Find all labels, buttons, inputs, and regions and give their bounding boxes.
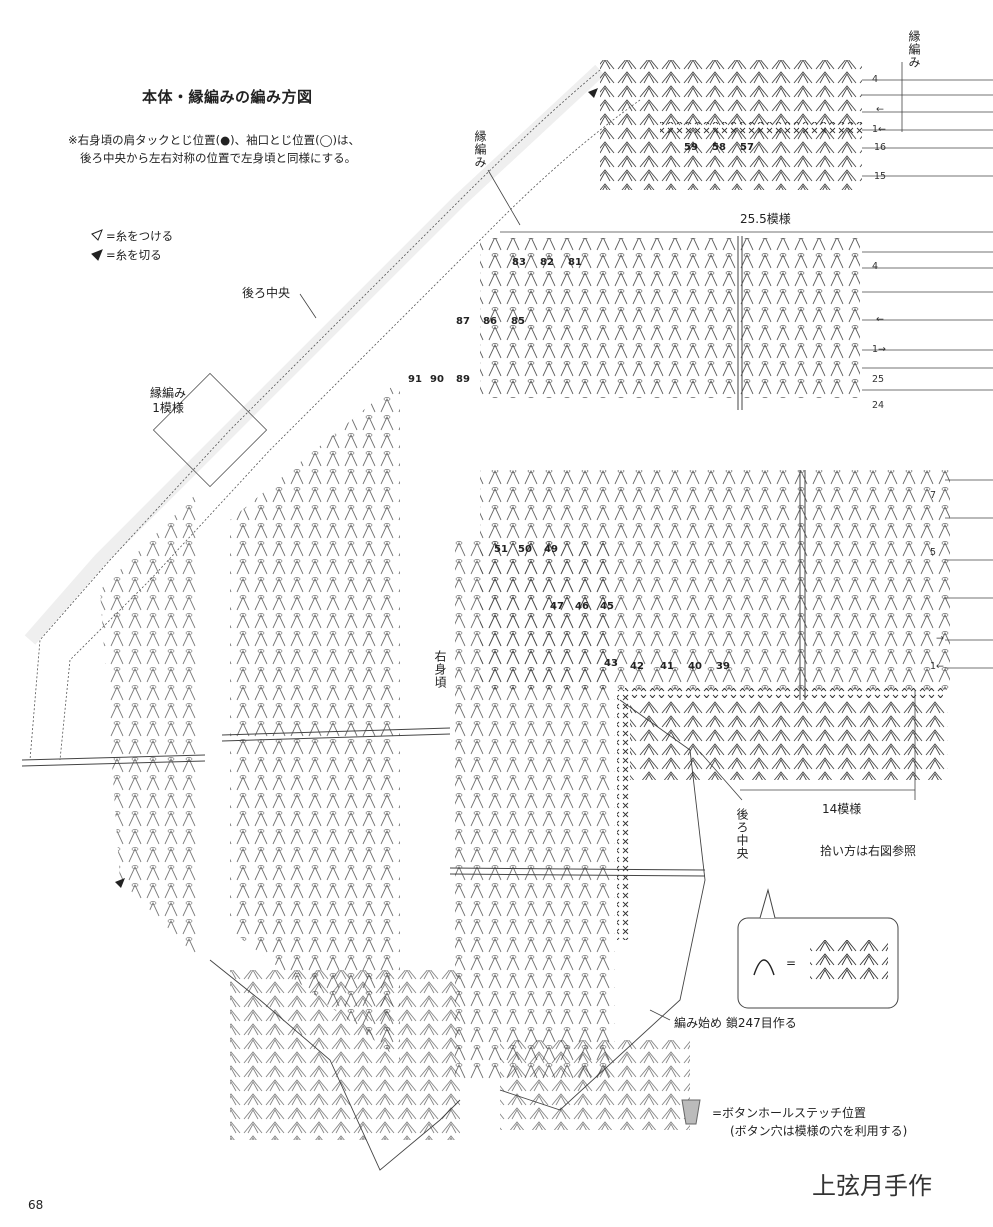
label-callout-equals: = — [786, 956, 797, 970]
diagonal-edge-band — [24, 64, 641, 761]
ptn-81: 81 — [568, 257, 582, 268]
ptn-45: 45 — [600, 601, 614, 612]
row-low-7: 7 — [930, 490, 937, 501]
ptn-43: 43 — [604, 658, 618, 669]
page-title: 本体・縁編みの編み方図 — [142, 88, 313, 106]
label-edge-knit-one-pattern: 縁編み 1模様 — [150, 386, 187, 415]
legend-markers — [91, 88, 598, 888]
ptn-57: 57 — [740, 142, 754, 153]
buttonhole-symbol — [681, 1099, 701, 1125]
label-pickup: 拾い方は右図参照 — [820, 844, 917, 858]
label-buttonhole-2: (ボタン穴は模様の穴を利用する) — [730, 1124, 908, 1138]
row-low-arrow: → — [936, 633, 944, 644]
label-pattern-14: 14模様 — [822, 802, 862, 816]
row-top-1: 1← — [872, 124, 887, 135]
ptn-86: 86 — [483, 316, 497, 327]
middle-block — [480, 231, 993, 410]
ptn-89: 89 — [456, 374, 470, 385]
legend-join-yarn: =糸をつける — [106, 229, 174, 243]
ptn-83: 83 — [512, 257, 526, 268]
legend-cut-yarn: =糸を切る — [106, 248, 162, 262]
row-top-16: 16 — [874, 142, 887, 153]
ptn-42: 42 — [630, 661, 644, 672]
label-edge-knit-top-right: 縁編み — [907, 30, 921, 69]
ptn-90: 90 — [430, 374, 444, 385]
ptn-50: 50 — [518, 544, 532, 555]
ptn-85: 85 — [511, 316, 525, 327]
note-line-2: 後ろ中央から左右対称の位置で左身頃と同様にする。 — [80, 151, 357, 165]
row-low-5: 5 — [930, 547, 937, 558]
ptn-91: 91 — [408, 374, 422, 385]
lower-right-block — [480, 470, 993, 800]
ptn-87: 87 — [456, 316, 470, 327]
leader-lines — [299, 169, 743, 1021]
row-mid-24: 24 — [872, 400, 885, 411]
label-back-center-top: 後ろ中央 — [242, 286, 291, 300]
ptn-41: 41 — [660, 661, 674, 672]
symbol-callout — [737, 888, 899, 1009]
row-low-1: 1← — [930, 661, 945, 672]
watermark: 上弦月手作 — [812, 1172, 932, 1200]
bottom-edge — [209, 959, 690, 1171]
label-edge-knit-diagonal: 縁編み — [473, 130, 487, 169]
row-top-arrow: ← — [876, 104, 884, 115]
row-top-15: 15 — [874, 171, 887, 182]
ptn-39: 39 — [716, 661, 730, 672]
label-start: 編み始め 鎖247目作る — [674, 1016, 797, 1030]
row-mid-1: 1→ — [872, 344, 887, 355]
ptn-51: 51 — [494, 544, 508, 555]
ptn-59: 59 — [684, 142, 698, 153]
row-mid-arrow: ← — [876, 314, 884, 325]
label-back-center-bottom: 後ろ中央 — [735, 808, 749, 860]
row-mid-4: 4 — [872, 261, 879, 272]
label-buttonhole-1: =ボタンホールステッチ位置 — [712, 1106, 867, 1120]
label-right-body: 右身頃 — [433, 650, 447, 689]
ptn-47: 47 — [550, 601, 564, 612]
top-edge-block — [600, 60, 993, 190]
left-panel — [21, 380, 451, 1060]
label-pattern-25-5: 25.5模様 — [740, 212, 791, 226]
ptn-49: 49 — [544, 544, 558, 555]
note-line-1: ※右身頃の肩タックとじ位置(●)、袖口とじ位置(◯)は、 — [68, 133, 360, 147]
row-mid-25: 25 — [872, 374, 885, 385]
ptn-40: 40 — [688, 661, 702, 672]
ptn-82: 82 — [540, 257, 554, 268]
ptn-46: 46 — [575, 601, 589, 612]
page-number: 68 — [28, 1198, 44, 1212]
ptn-58: 58 — [712, 142, 726, 153]
row-top-4: 4 — [872, 74, 879, 85]
